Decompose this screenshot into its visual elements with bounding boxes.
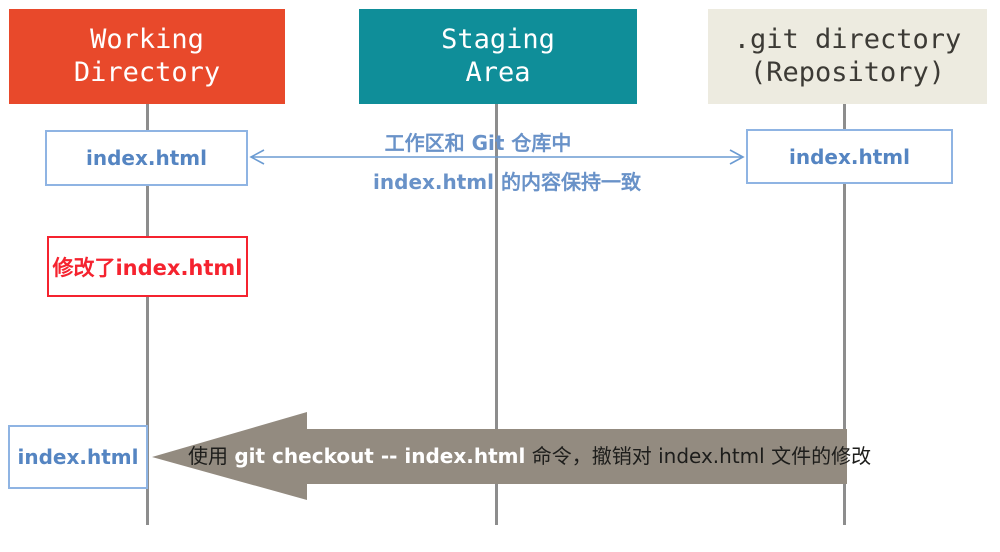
header-repo-line2: (Repository) — [749, 56, 946, 88]
header-working-directory: Working Directory — [9, 9, 285, 104]
header-staging-line2: Area — [465, 56, 531, 88]
checkout-arrow-caption: 使用 git checkout -- index.html 命令，撤销对 ind… — [188, 429, 871, 484]
checkout-left-arrow-icon — [152, 412, 847, 500]
working-index-file-label: index.html — [86, 146, 207, 170]
header-git-directory: .git directory (Repository) — [708, 9, 987, 104]
modified-file-label: 修改了index.html — [52, 255, 243, 280]
header-staging-area: Staging Area — [359, 9, 637, 104]
repository-index-file-label: index.html — [789, 144, 910, 169]
sync-note-line2: index.html 的内容保持一致 — [373, 170, 641, 194]
sync-double-arrow-icon — [249, 149, 745, 165]
checkout-command-text: git checkout -- index.html — [234, 444, 526, 468]
header-working-line2: Directory — [73, 56, 221, 88]
header-staging-line1: Staging — [441, 23, 555, 55]
header-working-line1: Working — [90, 23, 204, 55]
repository-index-file-box: index.html — [746, 129, 953, 184]
staging-area-lifeline — [495, 104, 498, 525]
working-index-file-box: index.html — [45, 130, 248, 186]
checkout-caption-prefix: 使用 — [188, 444, 235, 468]
header-repo-line1: .git directory — [733, 23, 962, 55]
working-directory-lifeline — [146, 104, 149, 525]
sync-note-line1: 工作区和 Git 仓库中 — [384, 131, 572, 155]
restored-index-file-box: index.html — [8, 425, 148, 489]
restored-index-file-label: index.html — [17, 445, 139, 469]
modified-file-box: 修改了index.html — [47, 236, 248, 297]
checkout-caption-suffix: 命令，撤销对 index.html 文件的修改 — [525, 444, 872, 468]
repository-lifeline — [843, 104, 846, 525]
